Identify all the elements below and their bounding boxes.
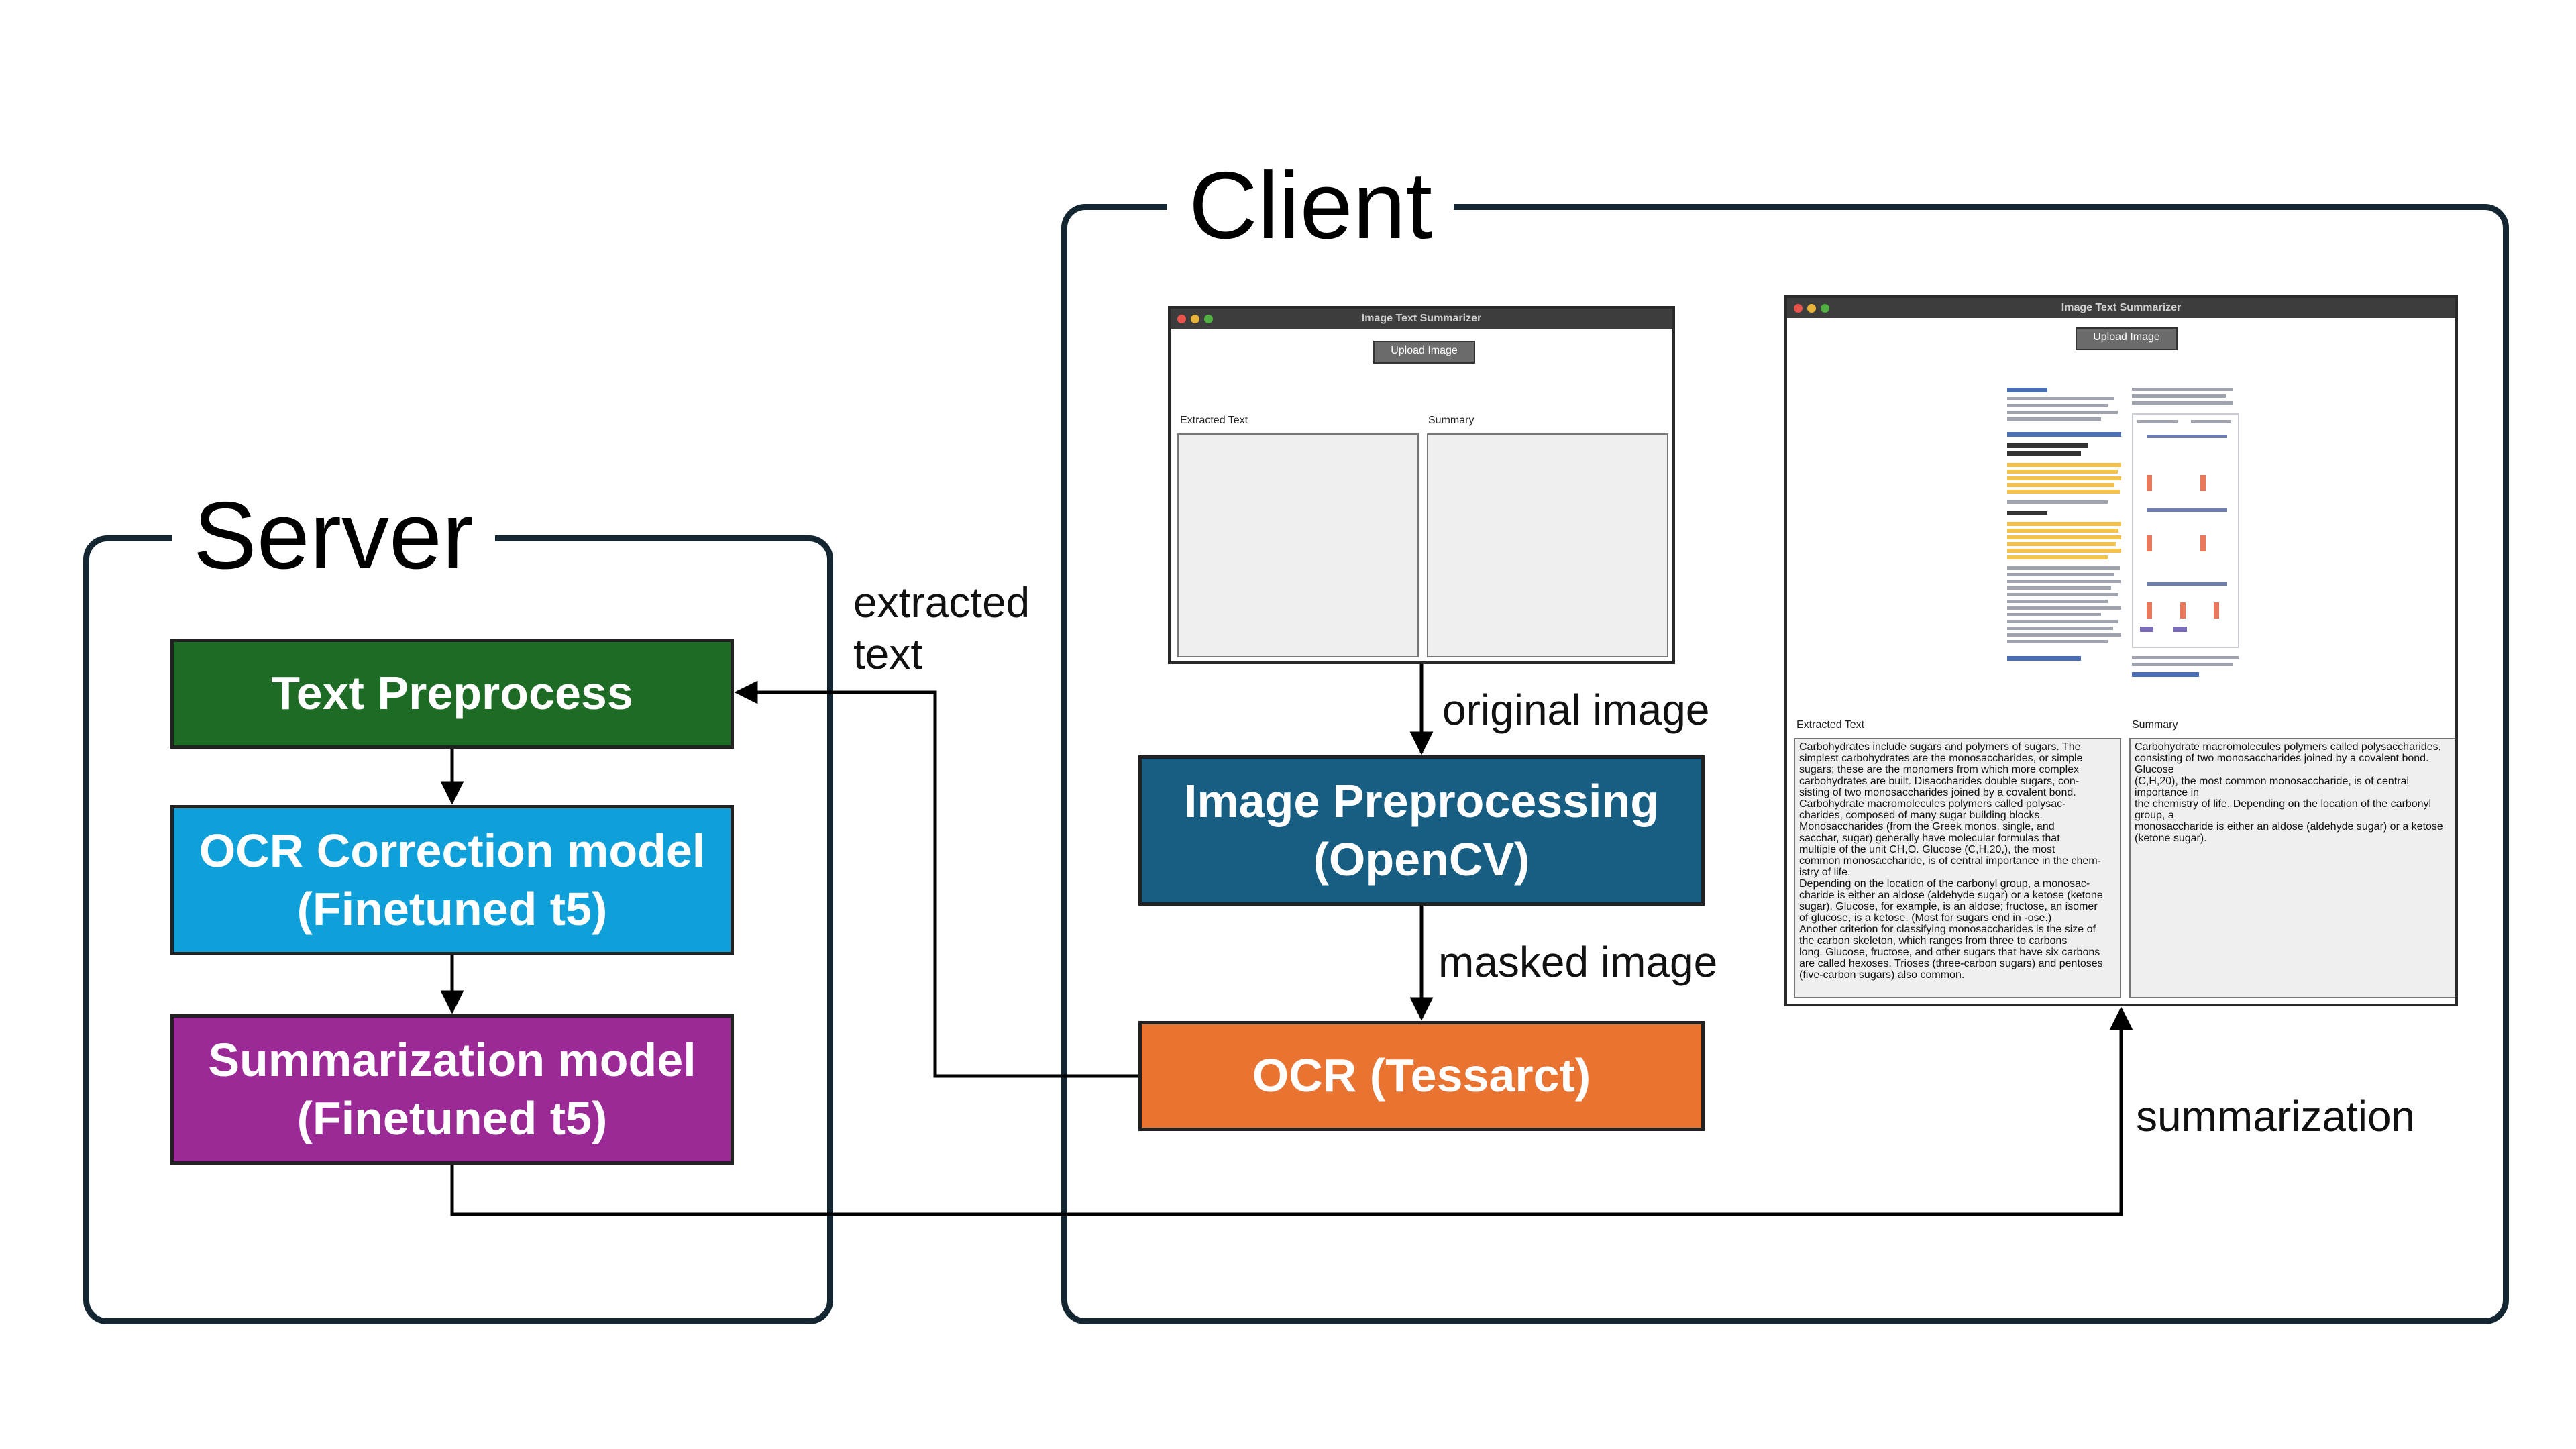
maximize-dot-icon[interactable] <box>1821 304 1829 313</box>
ocr-label: OCR (Tessarct) <box>1252 1049 1591 1102</box>
extracted-text-edge-label: extracted text <box>853 578 1030 678</box>
maximize-dot-icon[interactable] <box>1204 315 1213 323</box>
original-image-edge-label: original image <box>1442 686 1710 734</box>
server-title: Server <box>172 488 496 584</box>
ocr-correction-label: OCR Correction model (Finetuned t5) <box>199 824 706 936</box>
minimize-dot-icon[interactable] <box>1191 315 1199 323</box>
masked-image-edge-label: masked image <box>1438 938 1718 986</box>
summarization-box: Summarization model (Finetuned t5) <box>170 1014 734 1165</box>
extracted-text-area[interactable] <box>1177 433 1419 657</box>
client-group <box>1061 204 2509 1324</box>
summary-label: Summary <box>1428 415 1474 426</box>
image-preprocessing-label: Image Preprocessing (OpenCV) <box>1183 774 1660 886</box>
window-titlebar <box>1171 309 1672 329</box>
upload-image-button[interactable]: Upload Image <box>2076 327 2178 350</box>
window-title: Image Text Summarizer <box>2061 302 2182 313</box>
extracted-text-label: Extracted Text <box>1180 415 1248 426</box>
summarization-label: Summarization model (Finetuned t5) <box>208 1033 696 1145</box>
ocr-correction-box: OCR Correction model (Finetuned t5) <box>170 805 734 955</box>
app-window-result: Image Text Summarizer Upload Image <box>1784 295 2458 1006</box>
arrow-ocr-to-text-preprocess <box>734 680 1138 1078</box>
client-title: Client <box>1167 158 1454 254</box>
uploaded-document-image <box>2000 381 2249 696</box>
image-preprocessing-box: Image Preprocessing (OpenCV) <box>1138 755 1705 906</box>
window-title: Image Text Summarizer <box>1361 313 1482 324</box>
minimize-dot-icon[interactable] <box>1807 304 1816 313</box>
upload-image-button[interactable]: Upload Image <box>1373 341 1475 364</box>
ocr-box: OCR (Tessarct) <box>1138 1021 1705 1131</box>
extracted-text-label: Extracted Text <box>1796 719 1865 731</box>
extracted-text-content: Carbohydrates include sugars and polymer… <box>1799 741 2103 981</box>
summary-label: Summary <box>2132 719 2178 731</box>
close-dot-icon[interactable] <box>1177 315 1186 323</box>
extracted-text-area[interactable]: Carbohydrates include sugars and polymer… <box>1794 738 2121 998</box>
close-dot-icon[interactable] <box>1794 304 1803 313</box>
app-window-empty: Image Text Summarizer Upload Image Extra… <box>1168 306 1675 664</box>
figure-panel <box>2132 413 2239 648</box>
text-preprocess-box: Text Preprocess <box>170 639 734 749</box>
summarization-edge-label: summarization <box>2136 1092 2416 1140</box>
window-titlebar <box>1787 298 2455 318</box>
summary-text-content: Carbohydrate macromolecules polymers cal… <box>2135 741 2443 844</box>
summary-area[interactable] <box>1427 433 1668 657</box>
arrow-summarization-to-app <box>450 1006 2133 1216</box>
summary-area[interactable]: Carbohydrate macromolecules polymers cal… <box>2129 738 2455 998</box>
text-preprocess-label: Text Preprocess <box>271 667 633 720</box>
